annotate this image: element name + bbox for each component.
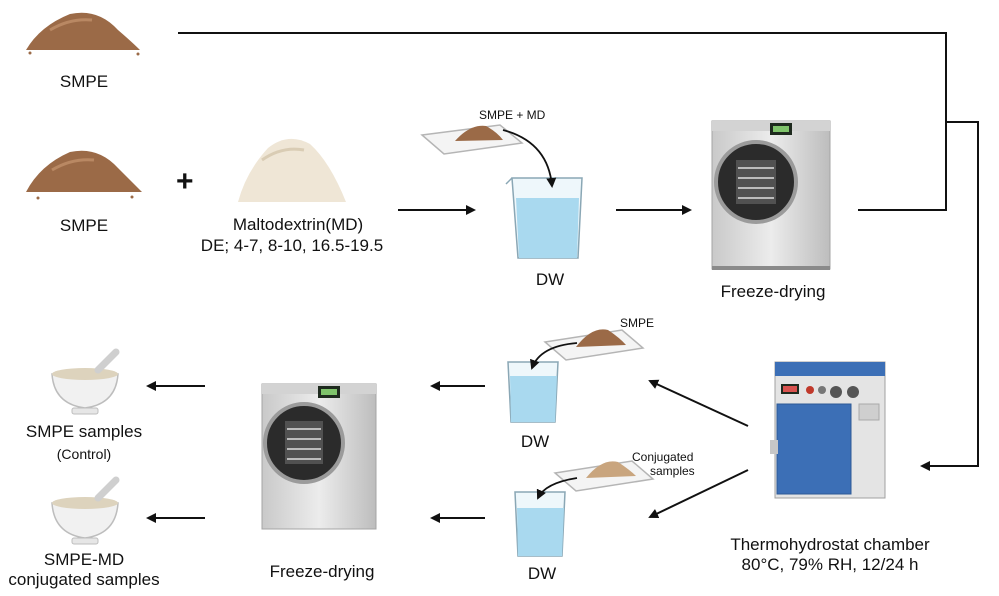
- maltodextrin-de-label: DE; 4-7, 8-10, 16.5-19.5: [200, 236, 384, 255]
- maltodextrin-label: Maltodextrin(MD): [232, 215, 364, 234]
- thermohydrostat-chamber-icon: [770, 361, 886, 499]
- smpe-dish-label: SMPE: [620, 316, 655, 330]
- smpe-dish-icon: [543, 329, 645, 361]
- dish-to-beaker-bottom-arrow: [536, 477, 578, 500]
- chamber-label: Thermohydrostat chamber: [730, 535, 930, 554]
- dw-mid-label: DW: [520, 432, 550, 451]
- freeze-dryer-to-chamber-line: [858, 121, 979, 471]
- freeze-drying-top-label: Freeze-drying: [720, 282, 826, 301]
- conjugated-samples-label-2: conjugated samples: [8, 570, 160, 589]
- smpe-mid-label: SMPE: [59, 216, 109, 235]
- smpe-to-chamber-line: [178, 32, 947, 122]
- mortar-control-icon: [51, 348, 120, 415]
- dish-to-beaker-top-arrow: [502, 129, 557, 188]
- chamber-to-beaker-mid-arrow: [648, 379, 749, 427]
- chamber-to-beaker-bottom-arrow: [648, 469, 749, 519]
- control-note-label: (Control): [56, 446, 112, 462]
- conjugated-dish-label-1: Conjugated: [632, 450, 694, 464]
- smpe-powder-mid-icon: [26, 150, 142, 200]
- chamber-conditions-label: 80°C, 79% RH, 12/24 h: [741, 555, 919, 574]
- conjugated-dish-label-2: samples: [650, 464, 695, 478]
- smpe-md-dish-icon: [420, 124, 524, 155]
- freeze-drying-bottom-label: Freeze-drying: [269, 562, 375, 581]
- dw-bottom-label: DW: [527, 564, 557, 583]
- beaker-mid-icon: [507, 361, 559, 423]
- dw-top-label: DW: [535, 270, 565, 289]
- beaker-top-icon: [505, 177, 583, 259]
- freeze-dryer-bottom-icon: [261, 383, 377, 530]
- maltodextrin-powder-icon: [238, 138, 346, 202]
- control-samples-label: SMPE samples: [25, 422, 143, 441]
- beaker-bottom-icon: [514, 491, 566, 557]
- smpe-top-label: SMPE: [59, 72, 109, 91]
- conjugated-dish-icon: [553, 460, 655, 492]
- freeze-dryer-top-icon: [711, 120, 831, 270]
- dish-to-beaker-mid-arrow: [530, 342, 578, 370]
- conjugated-samples-label-1: SMPE-MD: [43, 550, 125, 569]
- mortar-conjugated-icon: [51, 476, 120, 545]
- smpe-powder-top-icon: [26, 12, 140, 56]
- smpe-md-dish-label: SMPE + MD: [479, 108, 546, 122]
- plus-sign: +: [176, 165, 194, 198]
